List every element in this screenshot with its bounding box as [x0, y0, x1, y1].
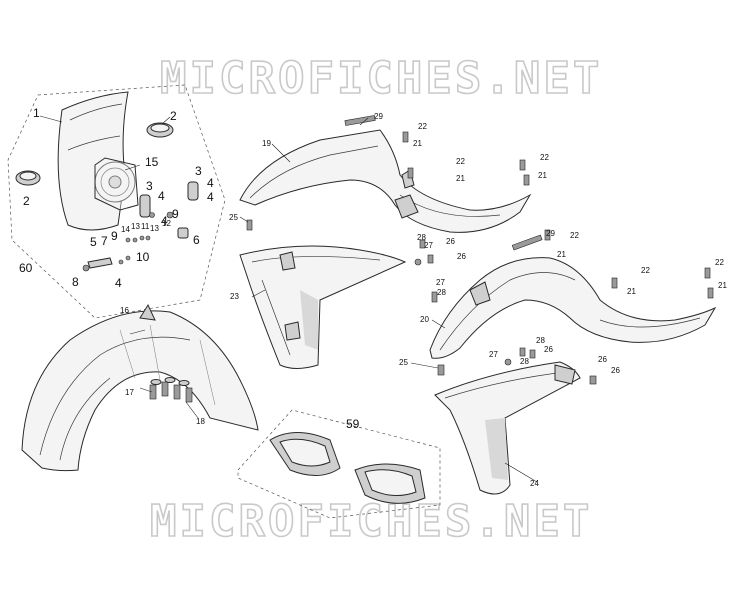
callout-21: 21 [627, 287, 636, 296]
callout-28: 28 [536, 336, 545, 345]
callout-29: 29 [546, 229, 555, 238]
callout-7: 7 [101, 234, 108, 248]
watermark-bottom: MICROFICHES.NET [150, 496, 592, 547]
callout-4: 4 [207, 190, 214, 204]
callout-26: 26 [457, 252, 466, 261]
callout-18: 18 [196, 417, 205, 426]
callout-25: 25 [399, 358, 408, 367]
callout-21: 21 [718, 281, 727, 290]
callout-4: 4 [207, 176, 214, 190]
callout-28: 28 [437, 288, 446, 297]
callout-59: 59 [346, 417, 360, 431]
callout-21: 21 [456, 174, 465, 183]
callout-19: 19 [262, 139, 271, 148]
fender-bolts [149, 377, 193, 403]
callout-10: 10 [136, 250, 150, 264]
watermark-top: MICROFICHES.NET [160, 53, 602, 104]
bracket-3 [139, 194, 151, 218]
callout-28: 28 [417, 233, 426, 242]
callout-22: 22 [540, 153, 549, 162]
callout-11: 11 [141, 222, 150, 231]
callout-9: 9 [111, 229, 118, 243]
callout-22: 22 [418, 122, 427, 131]
callout-13: 13 [150, 224, 159, 233]
callout-9: 9 [172, 207, 179, 221]
callout-21: 21 [538, 171, 547, 180]
callout-6: 6 [193, 233, 200, 247]
callout-23: 23 [230, 292, 239, 301]
callout-2: 2 [170, 109, 177, 123]
callout-4: 4 [158, 189, 165, 203]
handguards-group [237, 409, 441, 519]
side-panel-23 [239, 245, 407, 369]
callout-8: 8 [72, 275, 79, 289]
callout-26: 26 [611, 366, 620, 375]
front-fender [21, 303, 259, 472]
callout-3: 3 [146, 179, 153, 193]
callout-14: 14 [121, 225, 130, 234]
callout-16: 16 [120, 306, 129, 315]
side-panel-20 [429, 257, 717, 359]
callout-17: 17 [125, 388, 134, 397]
callout-29: 29 [374, 112, 383, 121]
adjuster-knob [177, 227, 189, 239]
callouts: 1 2 2 15 3 3 4 4 4 4 4 9 9 12 14 13 11 1… [19, 106, 727, 488]
callout-22: 22 [715, 258, 724, 267]
callout-27: 27 [489, 350, 498, 359]
callout-27: 27 [424, 241, 433, 250]
callout-26: 26 [446, 237, 455, 246]
callout-21: 21 [413, 139, 422, 148]
callout-24: 24 [530, 479, 539, 488]
callout-1: 1 [33, 106, 40, 120]
side-panel-19 [239, 129, 532, 233]
callout-4: 4 [115, 276, 122, 290]
callout-25: 25 [229, 213, 238, 222]
callout-27: 27 [436, 278, 445, 287]
callout-22: 22 [641, 266, 650, 275]
callout-4: 4 [161, 214, 168, 228]
callout-22: 22 [456, 157, 465, 166]
callout-60: 60 [19, 261, 33, 275]
callout-20: 20 [420, 315, 429, 324]
callout-12: 12 [162, 219, 171, 228]
leader-lines [39, 115, 538, 483]
callout-3: 3 [195, 164, 202, 178]
callout-26: 26 [544, 345, 553, 354]
callout-28: 28 [520, 357, 529, 366]
callout-5: 5 [90, 235, 97, 249]
side-panel-24 [434, 361, 581, 495]
callout-15: 15 [145, 155, 159, 169]
callout-21: 21 [557, 250, 566, 259]
callout-2: 2 [23, 194, 30, 208]
headlight-assembly-group [7, 84, 226, 319]
callout-13: 13 [131, 222, 140, 231]
callout-22: 22 [570, 231, 579, 240]
callout-26: 26 [598, 355, 607, 364]
fasteners [246, 115, 714, 385]
